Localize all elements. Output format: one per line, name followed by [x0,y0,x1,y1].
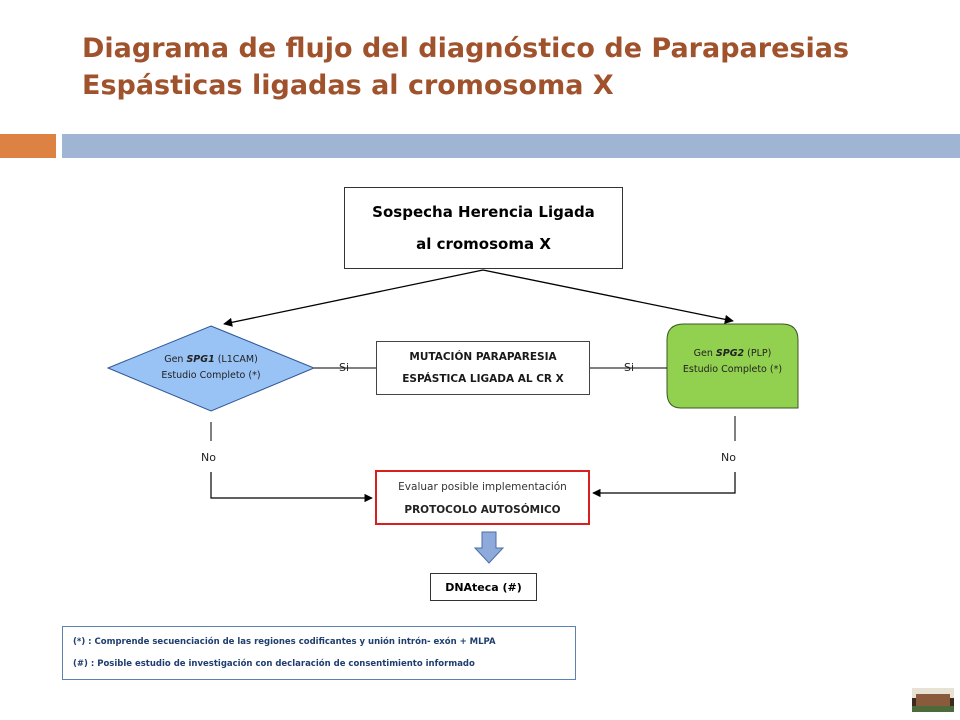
label-no-left: No [201,451,216,464]
protocol-line-1: Evaluar posible implementación [398,480,567,493]
spg1-gene: SPG1 [186,354,215,365]
spg2-gene: SPG2 [715,348,745,359]
spg2-suffix: (PLP) [747,348,772,359]
label-yes-right: Si [624,361,635,374]
mutation-line-1: MUTACIÓN PARAPARESIA [409,351,557,363]
start-line-2: al cromosoma X [416,235,551,253]
title-line-2: Espásticas ligadas al cromosoma X [82,70,614,101]
header-bar [62,134,960,158]
mutation-box: MUTACIÓN PARAPARESIA ESPÁSTICA LIGADA AL… [376,341,590,395]
start-box: Sospecha Herencia Ligada al cromosoma X [344,187,623,269]
footnotes-box: (*) : Comprende secuenciación de las reg… [62,626,576,680]
title-line-1: Diagrama de flujo del diagnóstico de Par… [82,33,850,64]
spg1-decision-diamond [106,325,316,412]
header-accent-bar [0,134,56,158]
footnote-1: (*) : Comprende secuenciación de las reg… [73,637,496,647]
label-no-right: No [721,451,736,464]
page-title: Diagrama de flujo del diagnóstico de Par… [82,30,942,104]
protocol-box: Evaluar posible implementación PROTOCOLO… [375,470,590,525]
label-yes-left: Si [339,361,350,374]
start-line-1: Sospecha Herencia Ligada [372,203,595,221]
mutation-line-2: ESPÁSTICA LIGADA AL CR X [402,373,564,385]
spg1-prefix: Gen [164,354,184,365]
arrow-start-to-spg2 [482,269,734,324]
spg2-terminal-shape [666,323,799,409]
arrow-start-to-spg1 [223,269,484,327]
dnateca-box: DNAteca (#) [430,573,537,601]
spg2-study: Estudio Completo (*) [682,364,783,375]
building-logo-image [912,688,954,712]
spg2-node-text: Gen SPG2 (PLP) Estudio Completo (*) [667,346,798,378]
spg1-node-text: Gen SPG1 (L1CAM) Estudio Completo (*) [126,352,296,384]
down-arrow-to-dnateca [473,531,505,564]
arrow-spg2-no-to-protocol [592,472,736,498]
spg1-study: Estudio Completo (*) [161,370,261,381]
footnote-2: (#) : Posible estudio de investigación c… [73,659,475,669]
arrow-spg1-no-to-protocol [210,472,373,503]
spg2-prefix: Gen [693,348,713,359]
spg1-suffix: (L1CAM) [217,354,258,365]
protocol-line-2: PROTOCOLO AUTOSÓMICO [404,503,561,516]
